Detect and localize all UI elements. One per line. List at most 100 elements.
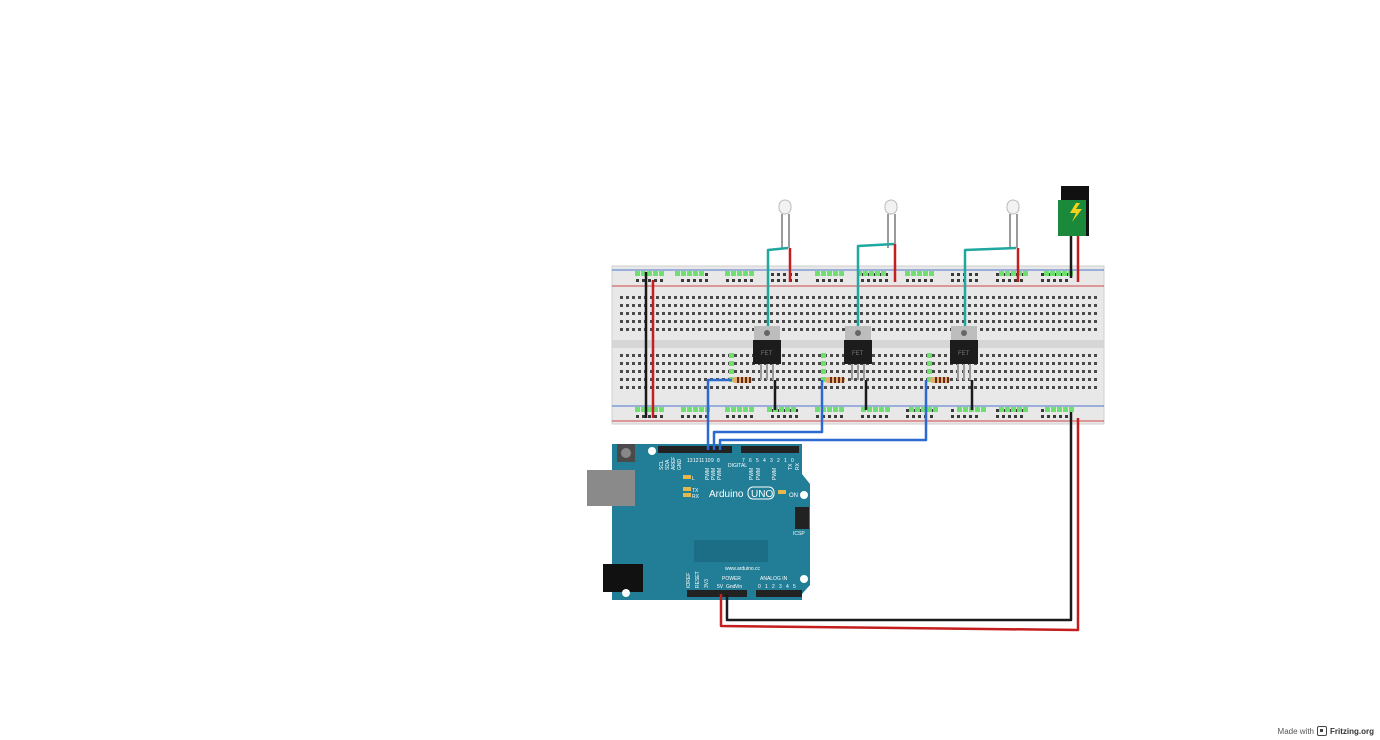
breadboard-hole: [1004, 312, 1007, 315]
breadboard-hole: [1004, 320, 1007, 323]
breadboard-hole: [788, 320, 791, 323]
breadboard-hole: [1034, 386, 1037, 389]
breadboard-hole: [764, 320, 767, 323]
breadboard-hole: [1028, 386, 1031, 389]
label-pwm: PWM: [717, 468, 723, 480]
breadboard-hole: [782, 312, 785, 315]
breadboard-hole: [734, 304, 737, 307]
breadboard-hole: [758, 320, 761, 323]
breadboard-hole: [926, 304, 929, 307]
breadboard-hole: [912, 279, 915, 282]
breadboard-hole: [818, 328, 821, 331]
footer-brand[interactable]: Fritzing.org: [1330, 726, 1374, 736]
breadboard-hole: [795, 279, 798, 282]
breadboard-hole: [770, 296, 773, 299]
breadboard-hole: [740, 370, 743, 373]
label-l: L: [692, 476, 695, 482]
breadboard-hole-active: [929, 271, 934, 276]
breadboard-hole: [1052, 378, 1055, 381]
breadboard-hole: [906, 415, 909, 418]
breadboard-hole: [824, 328, 827, 331]
breadboard-hole: [704, 378, 707, 381]
breadboard-hole: [1094, 386, 1097, 389]
breadboard-hole: [668, 320, 671, 323]
breadboard-hole: [938, 304, 941, 307]
breadboard-hole: [926, 312, 929, 315]
breadboard-hole: [902, 296, 905, 299]
breadboard-hole-active: [743, 407, 748, 412]
breadboard-hole: [872, 362, 875, 365]
breadboard-hole: [842, 354, 845, 357]
breadboard-hole: [890, 328, 893, 331]
breadboard-hole: [1094, 328, 1097, 331]
breadboard-hole: [692, 362, 695, 365]
breadboard-hole: [902, 320, 905, 323]
analog-header: [756, 590, 802, 597]
breadboard-hole: [794, 328, 797, 331]
breadboard-hole: [950, 304, 953, 307]
breadboard-hole-active: [653, 271, 658, 276]
breadboard-hole: [818, 354, 821, 357]
breadboard-hole: [872, 312, 875, 315]
pin-label-power: IOREF: [686, 573, 692, 588]
breadboard-hole: [788, 296, 791, 299]
breadboard-hole: [854, 304, 857, 307]
breadboard-hole: [806, 370, 809, 373]
breadboard-hole: [1034, 378, 1037, 381]
breadboard-hole: [734, 312, 737, 315]
breadboard-hole: [861, 415, 864, 418]
breadboard-hole: [906, 279, 909, 282]
breadboard-hole: [992, 304, 995, 307]
breadboard-hole: [1053, 415, 1056, 418]
led-leg: [1009, 214, 1011, 248]
breadboard-hole: [698, 304, 701, 307]
breadboard-hole: [795, 409, 798, 412]
breadboard-hole: [746, 370, 749, 373]
breadboard-hole: [1008, 415, 1011, 418]
breadboard-hole: [1052, 354, 1055, 357]
mosfet-marking: FET: [761, 351, 773, 357]
breadboard-hole: [980, 378, 983, 381]
breadboard-hole-active: [767, 407, 772, 412]
led-leg: [788, 214, 790, 248]
breadboard-hole: [764, 312, 767, 315]
breadboard-hole: [638, 304, 641, 307]
breadboard-hole: [842, 370, 845, 373]
breadboard-hole: [962, 296, 965, 299]
breadboard-hole: [782, 328, 785, 331]
breadboard-hole: [722, 312, 725, 315]
breadboard-hole: [938, 328, 941, 331]
breadboard-hole-active: [821, 369, 826, 374]
breadboard-hole-active: [659, 271, 664, 276]
breadboard-hole: [680, 312, 683, 315]
breadboard-hole: [938, 354, 941, 357]
breadboard-hole: [1058, 378, 1061, 381]
breadboard-hole: [1022, 362, 1025, 365]
resistor-band: [834, 377, 836, 383]
breadboard-hole: [974, 296, 977, 299]
breadboard-hole: [884, 386, 887, 389]
breadboard-hole: [662, 304, 665, 307]
breadboard-hole: [710, 354, 713, 357]
breadboard-hole: [656, 328, 659, 331]
pin-label-power: 5V: [717, 584, 724, 590]
breadboard-hole: [926, 296, 929, 299]
breadboard-hole: [822, 279, 825, 282]
breadboard-hole: [986, 386, 989, 389]
breadboard-hole: [830, 354, 833, 357]
breadboard-hole: [1041, 279, 1044, 282]
breadboard-hole: [746, 296, 749, 299]
breadboard-hole: [746, 328, 749, 331]
pin-label-digital: 11: [699, 458, 704, 464]
breadboard-hole: [1028, 378, 1031, 381]
breadboard-hole: [788, 304, 791, 307]
breadboard-hole: [722, 370, 725, 373]
breadboard-hole: [866, 386, 869, 389]
breadboard-hole: [722, 328, 725, 331]
breadboard-hole: [626, 328, 629, 331]
breadboard-hole-active: [725, 407, 730, 412]
breadboard-hole: [980, 312, 983, 315]
breadboard-hole-active: [641, 407, 646, 412]
breadboard-hole: [1046, 296, 1049, 299]
breadboard-hole-active: [861, 407, 866, 412]
